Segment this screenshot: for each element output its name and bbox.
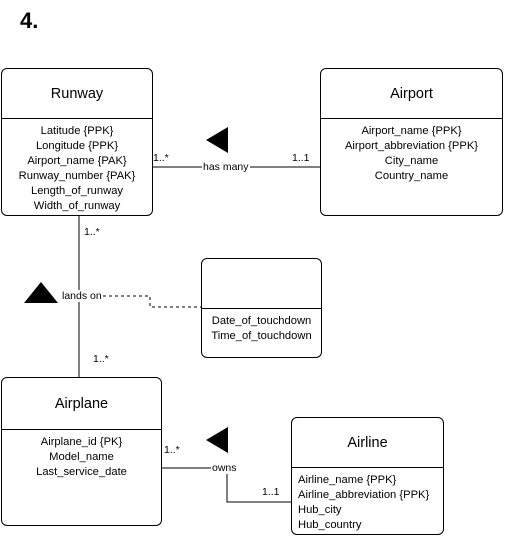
owns-label: owns — [211, 462, 238, 474]
attribute: Runway_number {PAK} — [18, 170, 136, 182]
entity-runway-attributes: Latitude {PPK} Longitude {PPK} Airport_n… — [2, 119, 152, 214]
has-many-label: has many — [202, 161, 250, 173]
owns-line — [162, 467, 291, 503]
attribute: Date_of_touchdown — [211, 315, 312, 327]
owns-arrow-icon — [206, 427, 228, 453]
owns-mult-airline: 1..1 — [262, 486, 280, 498]
entity-airplane-name: Airplane — [2, 378, 161, 430]
attribute: Airline_abbreviation {PPK} — [298, 489, 430, 501]
attribute: Country_name — [374, 170, 449, 182]
attribute: Airline_name {PPK} — [298, 474, 397, 486]
entity-airline-name: Airline — [292, 418, 443, 468]
entity-runway[interactable]: Runway Latitude {PPK} Longitude {PPK} Ai… — [1, 68, 153, 216]
has-many-arrow-icon — [206, 127, 228, 153]
entity-airline-attributes: Airline_name {PPK} Airline_abbreviation … — [292, 468, 443, 533]
entity-airport-attributes: Airport_name {PPK} Airport_abbreviation … — [321, 119, 502, 184]
attribute: Time_of_touchdown — [211, 330, 312, 342]
diagram-number: 4. — [20, 8, 39, 33]
attribute: Airport_name {PPK} — [361, 125, 462, 137]
entity-airport-name: Airport — [321, 69, 502, 119]
entity-runway-name: Runway — [2, 69, 152, 119]
lands-on-arrow-icon — [24, 282, 58, 303]
lands-on-mult-runway: 1..* — [84, 226, 100, 238]
attribute: Airplane_id {PK} — [40, 436, 123, 448]
attribute: Hub_city — [298, 504, 342, 516]
attribute: Airport_name {PAK} — [27, 155, 127, 167]
association-class-attributes: Date_of_touchdown Time_of_touchdown — [202, 309, 321, 344]
entity-airplane-attributes: Airplane_id {PK} Model_name Last_service… — [2, 430, 161, 480]
attribute: Last_service_date — [36, 466, 127, 478]
attribute: Length_of_runway — [30, 185, 124, 197]
lands-on-mult-airplane: 1..* — [93, 353, 109, 365]
owns-mult-airplane: 1..* — [164, 444, 180, 456]
entity-airport[interactable]: Airport Airport_name {PPK} Airport_abbre… — [320, 68, 503, 216]
attribute: Airport_abbreviation {PPK} — [344, 140, 479, 152]
attribute: Latitude {PPK} — [40, 125, 114, 137]
attribute: Width_of_runway — [33, 200, 121, 212]
attribute: Model_name — [49, 451, 114, 463]
has-many-mult-runway: 1..* — [153, 152, 169, 164]
entity-airplane[interactable]: Airplane Airplane_id {PK} Model_name Las… — [1, 377, 162, 526]
lands-on-label: lands on — [61, 290, 103, 302]
association-class-touchdown[interactable]: Date_of_touchdown Time_of_touchdown — [201, 258, 322, 358]
has-many-mult-airport: 1..1 — [292, 152, 310, 164]
attribute: Longitude {PPK} — [35, 140, 119, 152]
association-class-name — [202, 259, 321, 309]
entity-airline[interactable]: Airline Airline_name {PPK} Airline_abbre… — [291, 417, 444, 535]
attribute: City_name — [384, 155, 439, 167]
attribute: Hub_country — [298, 519, 362, 531]
